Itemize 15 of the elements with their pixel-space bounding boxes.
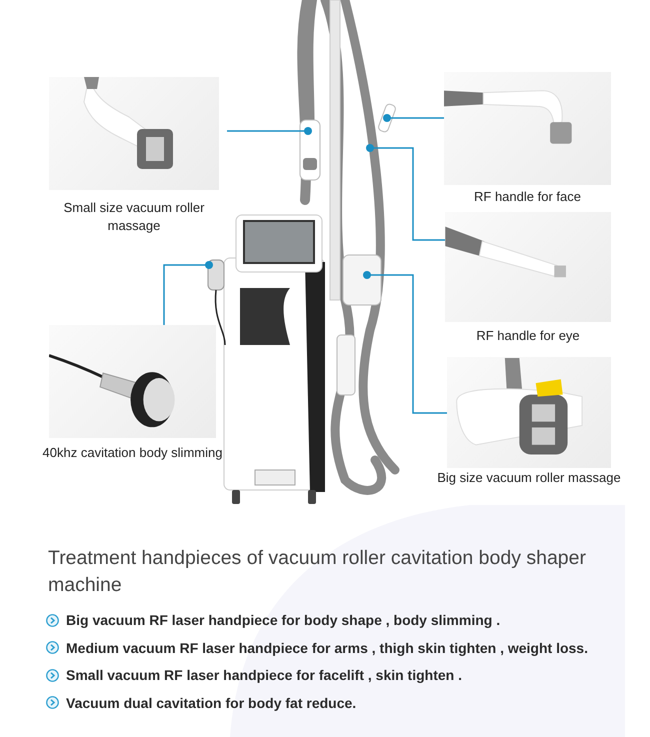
bullet-text: Small vacuum RF laser handpiece for facelift , skin tighten . (66, 667, 462, 683)
leader-line (383, 114, 444, 122)
bullet-text: Vacuum dual cavitation for body fat reduce. (66, 694, 356, 710)
leader-line (366, 144, 445, 241)
leader-line (227, 127, 312, 135)
bullet-text: Medium vacuum RF laser handpiece for arms , thigh skin tighten , weight loss. (66, 640, 588, 656)
leader-line (363, 271, 447, 414)
photo-caption: Big size vacuum roller massage (437, 469, 621, 487)
leader-line (163, 261, 213, 325)
photo-caption: 40khz cavitation body slimming (42, 444, 224, 462)
bullet-text: Big vacuum RF laser handpiece for body shape , body slimming . (66, 612, 500, 628)
photo-caption: RF handle for face (473, 188, 582, 206)
title: Treatment handpieces of vacuum roller cavitation body shaper machine (48, 546, 587, 598)
photo-caption: Small size vacuum roller massage (62, 199, 206, 235)
photo-caption: RF handle for eye (475, 327, 581, 345)
